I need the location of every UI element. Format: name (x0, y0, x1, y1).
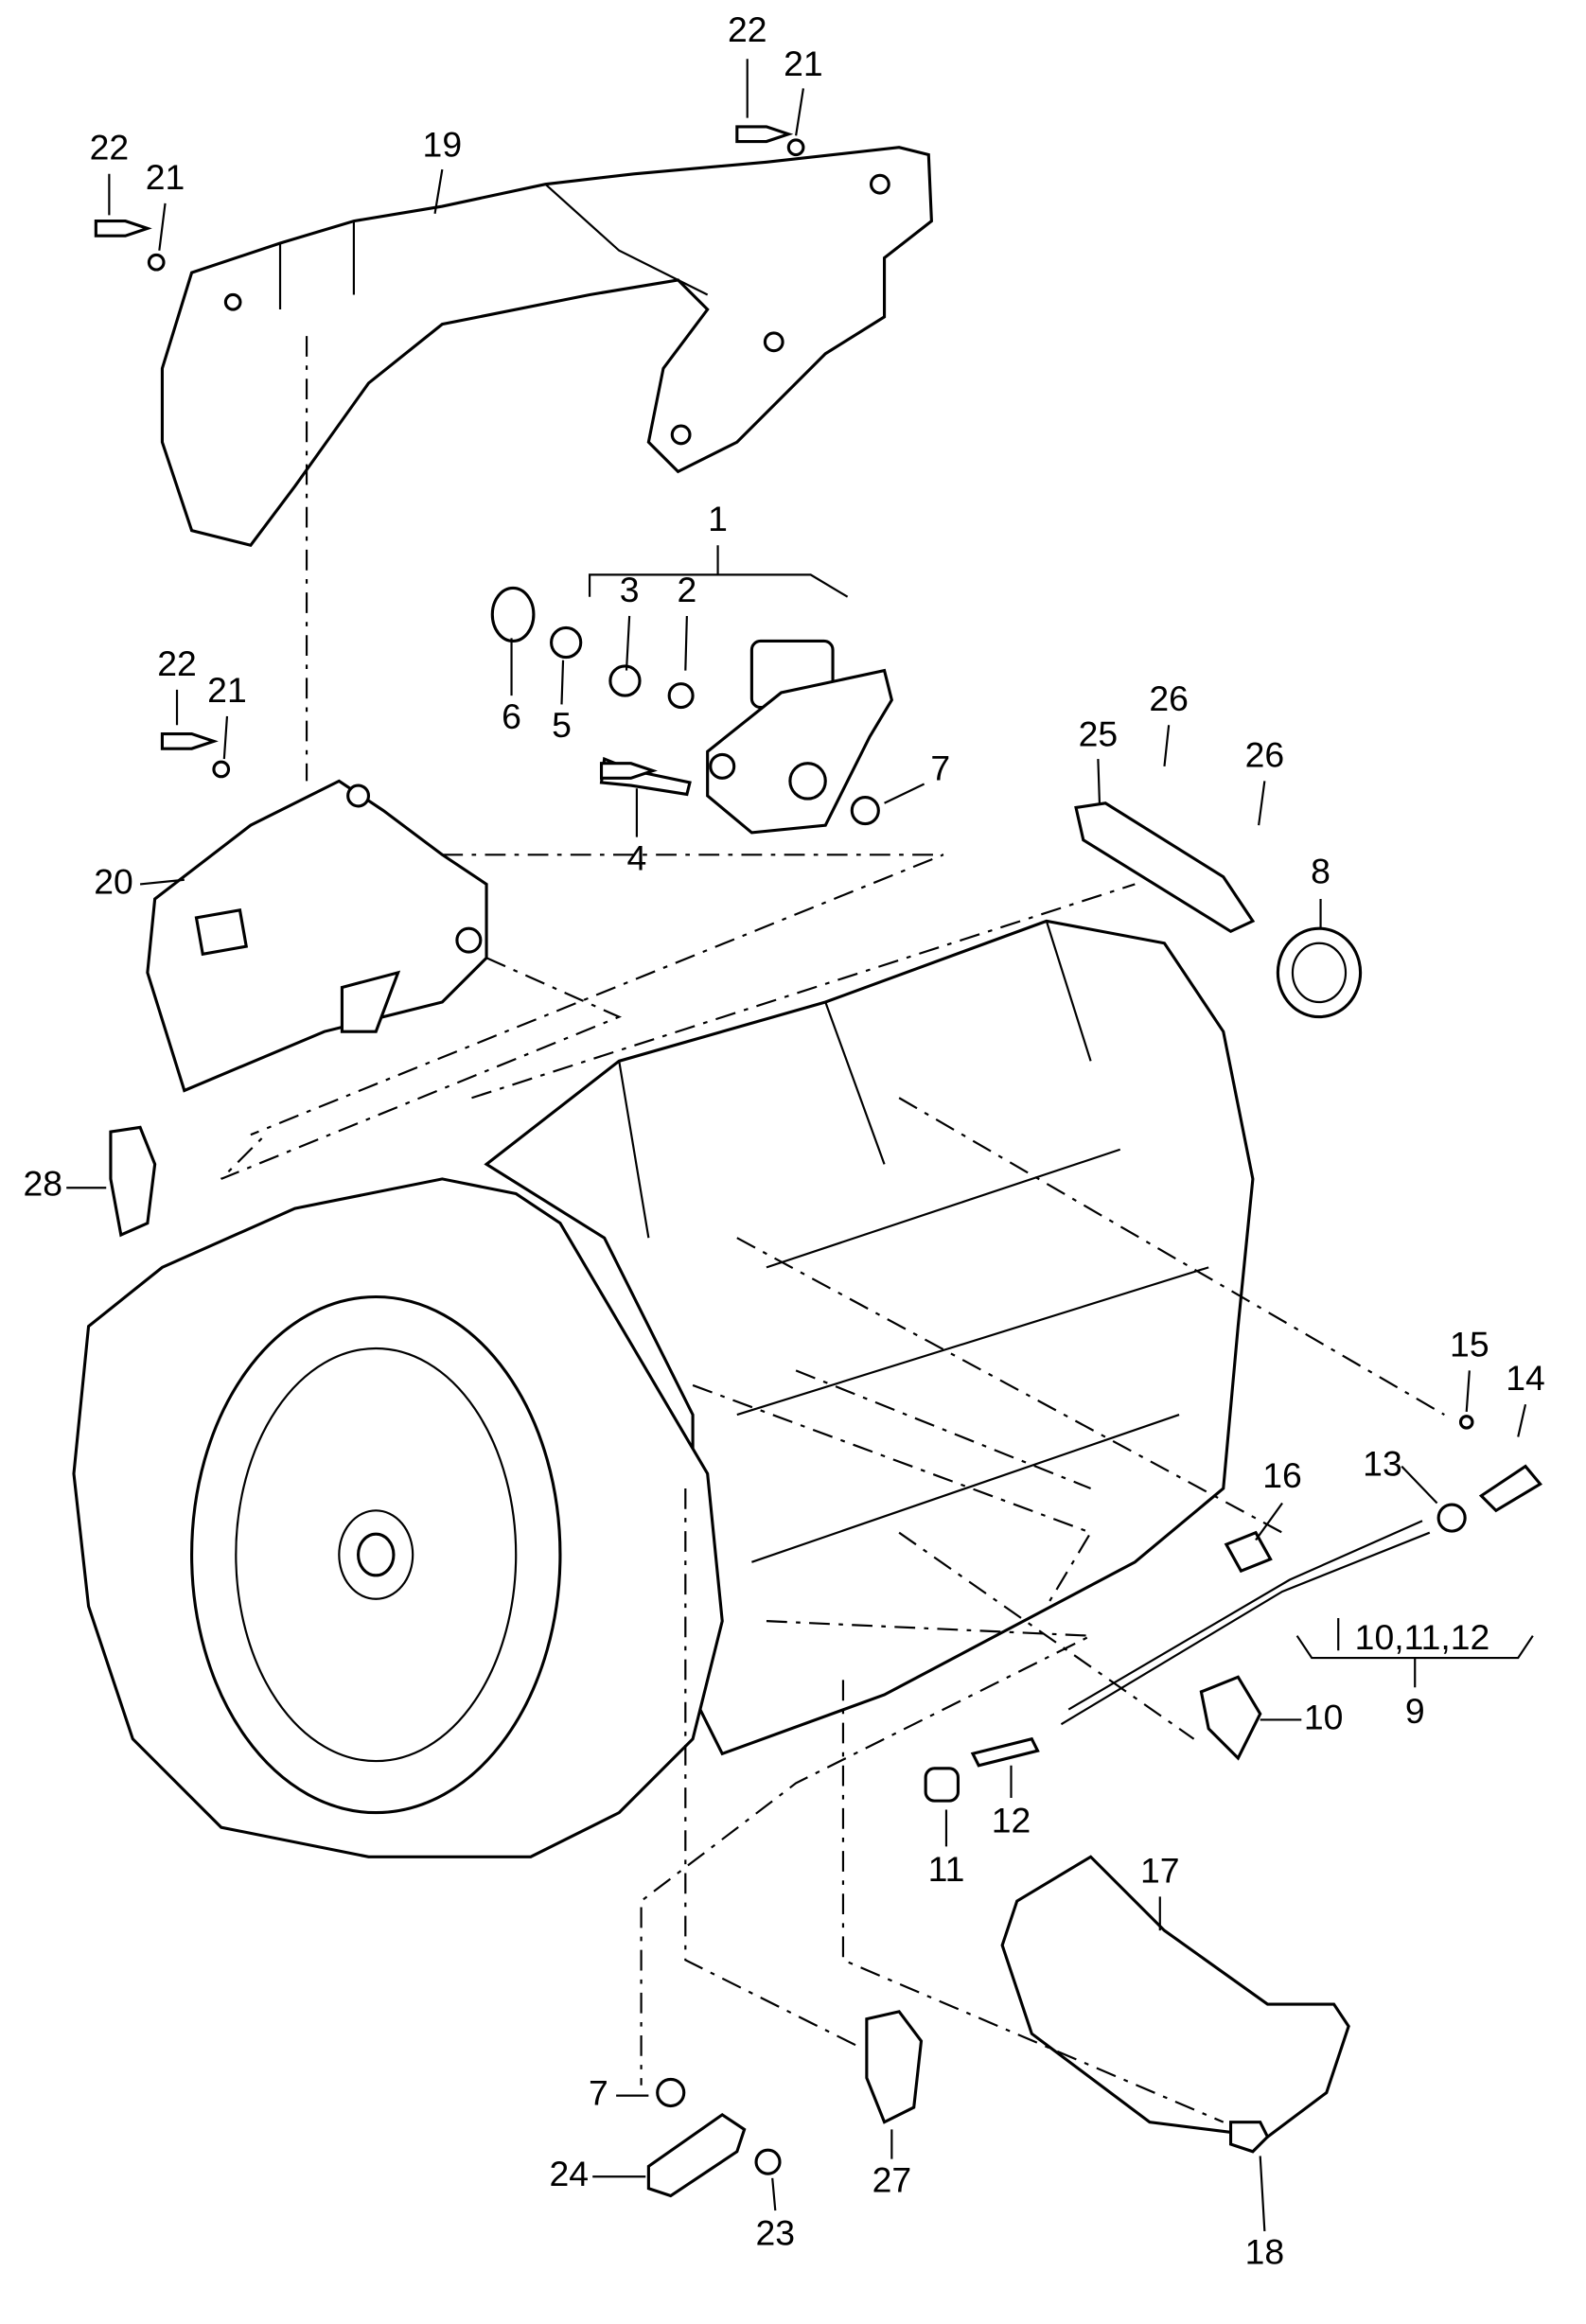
callout-15: 15 (1450, 1324, 1489, 1364)
callout-6: 6 (502, 696, 521, 736)
callout-21: 21 (207, 670, 247, 710)
transmission-housing (72, 919, 1255, 1858)
callout-22: 22 (728, 9, 767, 49)
callout-7: 7 (589, 2072, 608, 2112)
callout-11: 11 (928, 1849, 965, 1889)
breather-hose-9 (1060, 1520, 1431, 1726)
callout-21: 21 (146, 157, 185, 197)
clip-27 (865, 2010, 924, 2124)
heat-shield-17 (1000, 1855, 1350, 2139)
cover-plate-25 (1074, 801, 1256, 934)
heat-shield-19 (160, 146, 933, 547)
callout-3: 3 (620, 570, 640, 609)
callout-4: 4 (627, 837, 647, 877)
callout-5: 5 (552, 705, 572, 745)
range-switch-1 (706, 639, 894, 835)
callout-26: 26 (1245, 734, 1285, 774)
clip-28 (109, 1125, 157, 1238)
callout-13: 13 (1363, 1443, 1402, 1483)
callout-21: 21 (784, 44, 823, 83)
callout-9: 9 (1405, 1691, 1425, 1731)
callout-2: 2 (677, 570, 696, 609)
callout-22: 22 (157, 643, 197, 683)
callout-28: 28 (24, 1164, 63, 1204)
callout-26: 26 (1149, 678, 1189, 718)
callout-8: 8 (1311, 851, 1330, 890)
callout-12: 12 (992, 1800, 1031, 1840)
callout-17: 17 (1140, 1850, 1180, 1890)
callout-14: 14 (1506, 1358, 1545, 1398)
callout-19: 19 (423, 125, 463, 165)
callout-10: 10 (1304, 1697, 1344, 1736)
callout-23: 23 (756, 2212, 796, 2252)
callout-22: 22 (90, 128, 130, 167)
heat-shield-20 (146, 779, 488, 1093)
callout-24: 24 (549, 2154, 589, 2193)
callout-16: 16 (1262, 1455, 1302, 1495)
callout-1: 1 (708, 499, 728, 538)
callout-10-11-12: 10,11,12 (1355, 1617, 1490, 1657)
callout-27: 27 (872, 2159, 912, 2199)
lever-24 (646, 2112, 747, 2198)
callout-20: 20 (94, 861, 133, 901)
callout-25: 25 (1079, 714, 1119, 754)
callout-7: 7 (930, 748, 950, 787)
oil-seal-8 (1276, 926, 1363, 1019)
callout-18: 18 (1245, 2232, 1285, 2272)
